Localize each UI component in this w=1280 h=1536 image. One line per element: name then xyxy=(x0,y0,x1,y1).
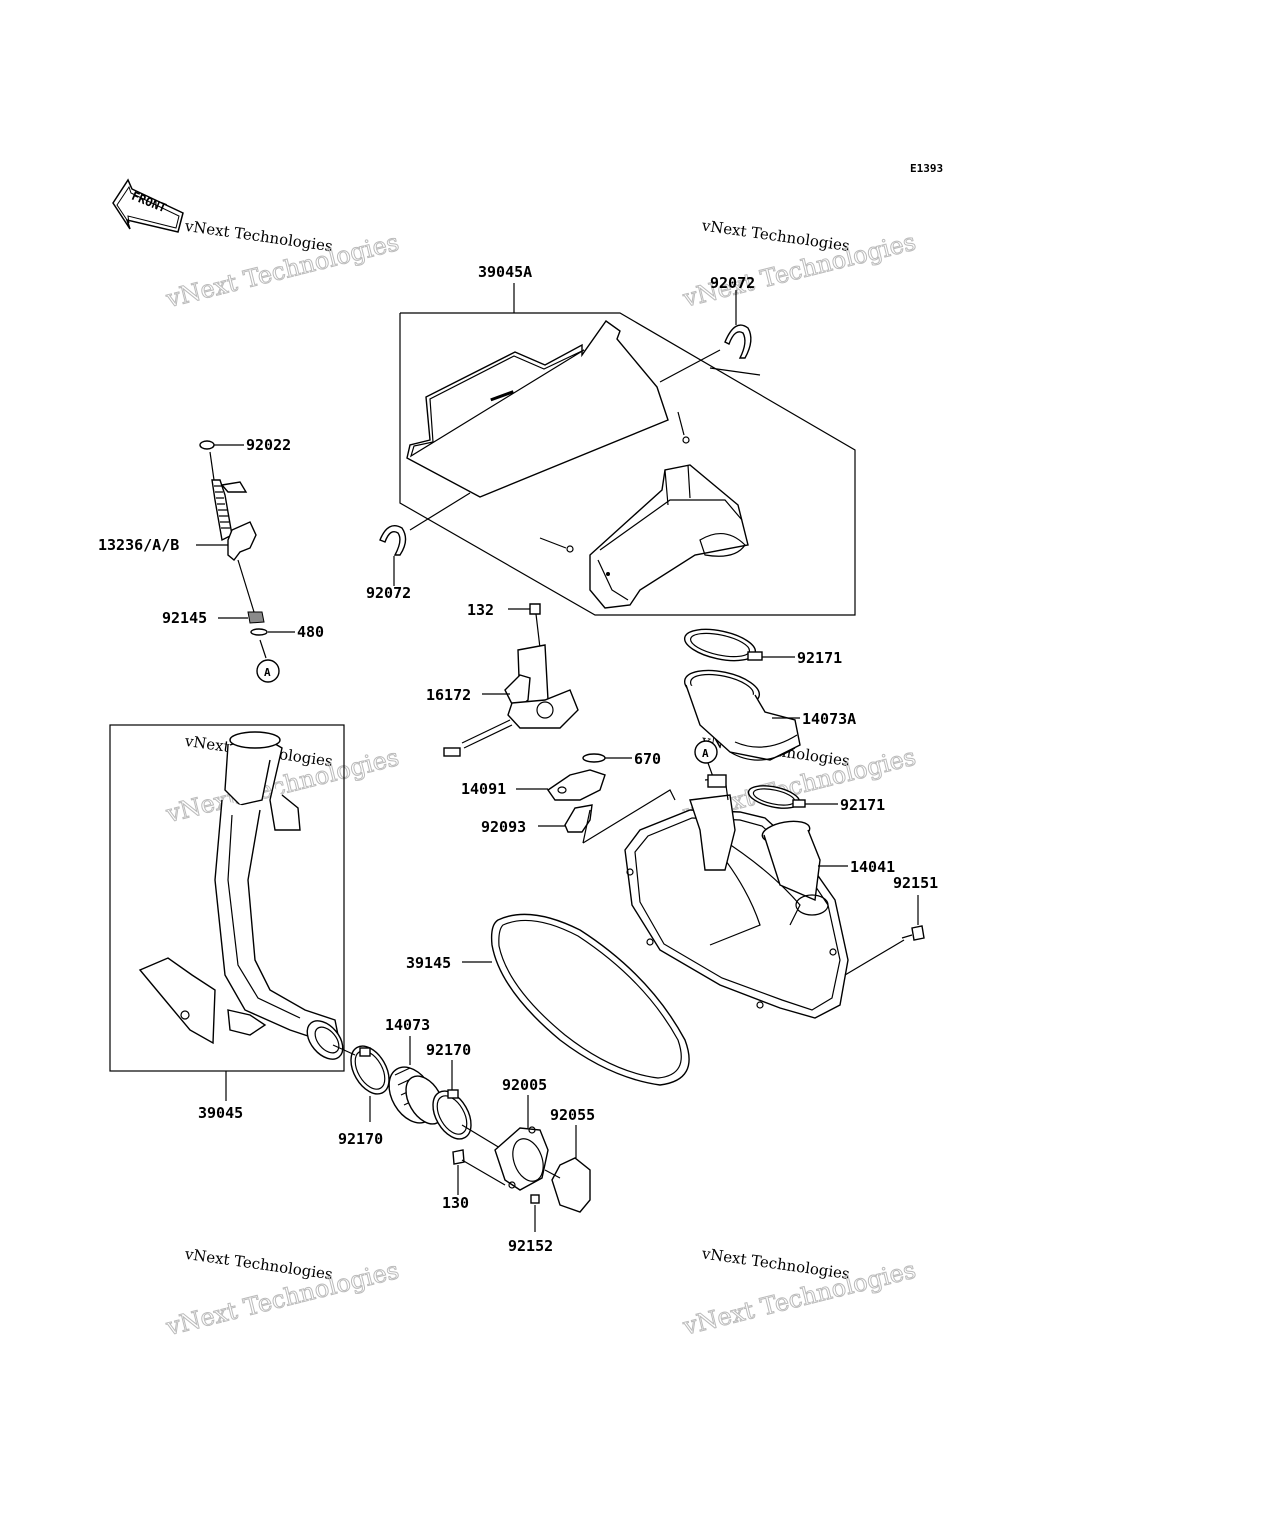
part-label-92093: 92093 xyxy=(481,818,526,836)
part-label-480: 480 xyxy=(297,623,324,641)
converter-cover-14041 xyxy=(624,774,849,1019)
part-label-14091: 14091 xyxy=(461,780,506,798)
clamp-icon xyxy=(724,324,752,359)
svg-text:A: A xyxy=(264,666,271,679)
part-label-16172: 16172 xyxy=(426,686,471,704)
watermark-bottom-left: vNext Technologies vNext Technologies xyxy=(162,1245,402,1342)
part-label-39145: 39145 xyxy=(406,954,451,972)
front-arrow-icon: FRONT xyxy=(112,178,184,233)
clamp-92171-mid xyxy=(747,785,806,809)
clamp-icon xyxy=(379,525,407,556)
group-box-39045 xyxy=(109,724,345,1072)
part-label-92145: 92145 xyxy=(162,609,207,627)
part-label-39045: 39045 xyxy=(198,1104,243,1122)
diagram-code: E1393 xyxy=(910,162,943,175)
part-label-14073: 14073 xyxy=(385,1016,430,1034)
hose-clamp-92170-left xyxy=(350,1045,390,1095)
o-ring-icon xyxy=(582,753,606,763)
part-label-92151: 92151 xyxy=(893,874,938,892)
watermark-top-left: vNext Technologies vNext Technologies xyxy=(162,217,402,314)
cable-assembly-13236 xyxy=(199,440,265,624)
o-ring-icon xyxy=(250,628,268,636)
nut-icon xyxy=(530,1194,540,1204)
part-label-92022: 92022 xyxy=(246,436,291,454)
watermark-top-right: vNext Technologies vNext Technologies xyxy=(679,216,919,313)
drive-belt-39145 xyxy=(490,913,690,1086)
duct-14073 xyxy=(388,1066,445,1125)
intake-duct-39045 xyxy=(138,731,344,1060)
actuator-16172 xyxy=(443,603,579,757)
duct-cover-plate xyxy=(406,320,669,498)
bolt-icon xyxy=(901,895,925,941)
part-label-92171-top: 92171 xyxy=(797,649,842,667)
gasket-92093 xyxy=(564,804,593,833)
ref-marker-a-left: A xyxy=(256,659,280,683)
part-label-92072-left: 92072 xyxy=(366,584,411,602)
part-label-39045A: 39045A xyxy=(478,263,532,281)
part-label-130: 130 xyxy=(442,1194,469,1212)
part-label-14041: 14041 xyxy=(850,858,895,876)
part-label-92170-left: 92170 xyxy=(338,1130,383,1148)
group-box-39045A xyxy=(399,312,856,616)
holder-14091 xyxy=(547,769,606,801)
ref-marker-a-right: A xyxy=(694,740,718,764)
part-label-670: 670 xyxy=(634,750,661,768)
part-label-92055: 92055 xyxy=(550,1106,595,1124)
bolt-icon xyxy=(452,1149,506,1186)
fitting-92005 xyxy=(494,1126,549,1191)
intake-duct-body xyxy=(589,464,749,609)
part-label-13236: 13236/A/B xyxy=(98,536,179,554)
part-label-92152: 92152 xyxy=(508,1237,553,1255)
gasket-92055 xyxy=(551,1157,591,1213)
duct-14073A xyxy=(683,669,801,761)
svg-text:A: A xyxy=(702,747,709,760)
part-label-92072-top: 92072 xyxy=(710,274,755,292)
watermark-bottom-right: vNext Technologies vNext Technologies xyxy=(679,1244,919,1341)
part-label-92005: 92005 xyxy=(502,1076,547,1094)
part-label-92170-right: 92170 xyxy=(426,1041,471,1059)
part-label-14073A: 14073A xyxy=(802,710,856,728)
part-label-92171-mid: 92171 xyxy=(840,796,885,814)
duct-screw-icon xyxy=(539,411,690,553)
clamp-92171-top xyxy=(683,628,763,662)
part-label-132: 132 xyxy=(467,601,494,619)
hose-clamp-92170-right xyxy=(432,1089,472,1140)
